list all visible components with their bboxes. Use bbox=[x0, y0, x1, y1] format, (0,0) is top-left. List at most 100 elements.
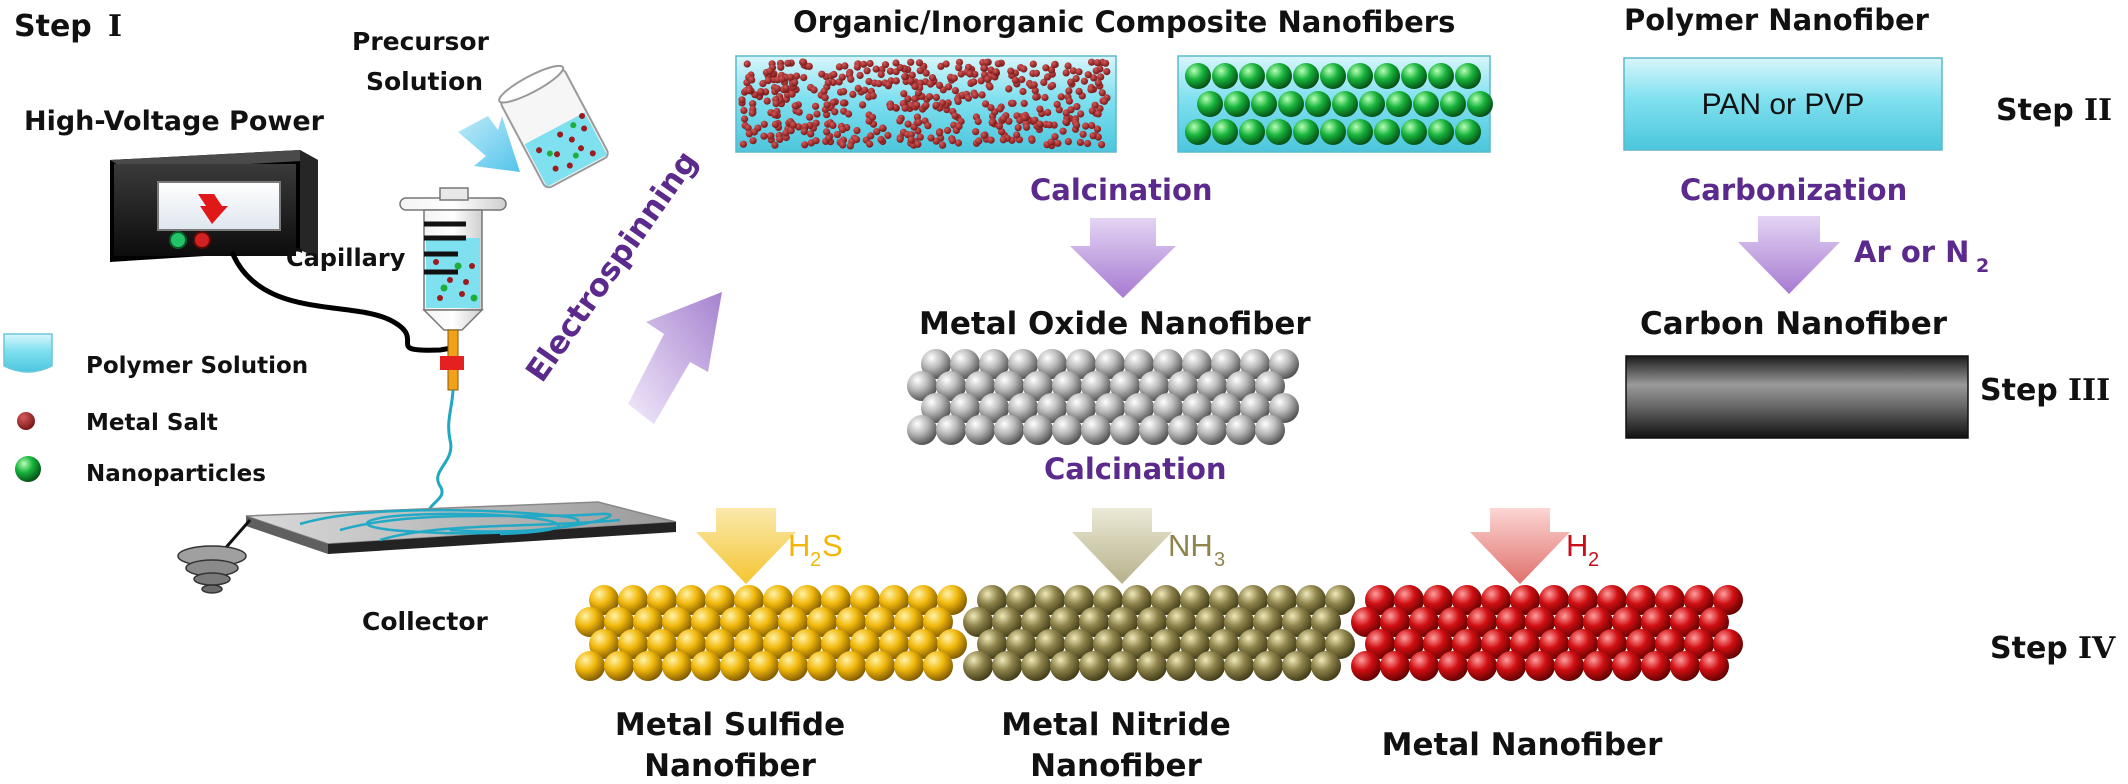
sphere bbox=[1209, 585, 1239, 615]
sphere bbox=[1180, 585, 1210, 615]
sphere bbox=[1064, 585, 1094, 615]
metal-salt-dot bbox=[892, 77, 900, 85]
sphere bbox=[749, 651, 779, 681]
sphere bbox=[1093, 585, 1123, 615]
metal-salt-dot bbox=[907, 136, 915, 144]
sphere bbox=[1052, 371, 1082, 401]
metal-salt-dot bbox=[869, 92, 877, 100]
metal-salt-fiber bbox=[735, 55, 1117, 153]
metal-salt-dot bbox=[907, 77, 915, 85]
metal-salt-dot bbox=[932, 93, 941, 101]
metal-salt-dot bbox=[760, 120, 768, 128]
metal-salt-dot bbox=[1051, 61, 1059, 69]
sphere bbox=[1713, 629, 1743, 659]
metal-salt-dot bbox=[763, 97, 771, 105]
sphere bbox=[1195, 651, 1225, 681]
metal-salt-dot bbox=[1073, 103, 1081, 111]
metal-salt-dot bbox=[748, 76, 756, 84]
sphere bbox=[1655, 585, 1685, 615]
metal-salt-dot bbox=[954, 97, 962, 105]
sphere bbox=[1311, 651, 1341, 681]
metal-salt-dot bbox=[1098, 141, 1106, 149]
sphere bbox=[1269, 349, 1299, 379]
nitride-reagent: NH 3 bbox=[1168, 528, 1225, 571]
svg-text:S: S bbox=[822, 528, 843, 563]
metal-salt-dot bbox=[884, 131, 892, 139]
svg-text:NH: NH bbox=[1168, 528, 1213, 563]
metal-salt-dot bbox=[951, 112, 959, 120]
metal-salt-dot bbox=[845, 110, 853, 118]
sphere bbox=[936, 371, 966, 401]
metal-salt-dot bbox=[1062, 69, 1070, 77]
metal-salt-dot bbox=[1100, 97, 1108, 105]
metal-salt-dot bbox=[937, 62, 945, 70]
sphere bbox=[1238, 629, 1268, 659]
calcination-arrow-icon bbox=[1070, 218, 1176, 298]
metal-salt-dot bbox=[777, 63, 785, 71]
polymer-fiber: PAN or PVP bbox=[1623, 57, 1943, 151]
sphere bbox=[1081, 415, 1111, 445]
svg-text:2: 2 bbox=[1588, 549, 1599, 571]
sphere bbox=[1224, 607, 1254, 637]
metal-salt-dot bbox=[1044, 108, 1052, 117]
metal-salt-dot bbox=[988, 119, 996, 127]
metal-salt-dot bbox=[778, 75, 786, 83]
sphere bbox=[1481, 629, 1511, 659]
metal-salt-dot bbox=[1011, 76, 1020, 84]
sphere bbox=[1006, 629, 1036, 659]
sphere bbox=[1006, 585, 1036, 615]
metal-salt-dot bbox=[922, 101, 930, 109]
metal-salt-dot bbox=[853, 127, 861, 135]
sphere bbox=[1151, 629, 1181, 659]
metal-salt-dot bbox=[805, 62, 813, 70]
metal-salt-dot bbox=[764, 77, 772, 85]
metal-reagent: H 2 bbox=[1566, 528, 1599, 571]
metal-salt-dot bbox=[935, 129, 944, 137]
metal-salt-dot bbox=[1098, 89, 1106, 97]
metal-salt-dot bbox=[999, 115, 1008, 123]
metal-salt-dot bbox=[745, 87, 753, 95]
metal-salt-dot bbox=[1020, 99, 1028, 107]
sphere bbox=[907, 415, 937, 445]
svg-text:Polymer Solution: Polymer Solution bbox=[86, 353, 308, 379]
metal-salt-dot bbox=[1042, 64, 1050, 72]
metal-salt-dot bbox=[1092, 67, 1100, 75]
sphere bbox=[1182, 393, 1212, 423]
sphere bbox=[1124, 349, 1154, 379]
sphere bbox=[936, 415, 966, 445]
metal-salt-dot bbox=[771, 111, 779, 119]
metal-salt-dot bbox=[788, 90, 796, 98]
sphere bbox=[1226, 415, 1256, 445]
polymer-fiber-text: PAN or PVP bbox=[1702, 88, 1865, 121]
metal-salt-dot bbox=[892, 59, 900, 67]
nanoparticle bbox=[1212, 63, 1238, 89]
sphere bbox=[1699, 651, 1729, 681]
metal-salt-dot bbox=[984, 75, 992, 83]
sphere bbox=[763, 585, 793, 615]
sphere bbox=[589, 585, 619, 615]
sphere bbox=[1296, 629, 1326, 659]
nanoparticle bbox=[1212, 119, 1238, 145]
svg-text:I: I bbox=[108, 9, 122, 44]
sphere bbox=[1037, 349, 1067, 379]
nanoparticle bbox=[1251, 91, 1277, 117]
metal-salt-dot bbox=[904, 95, 912, 103]
nanoparticle bbox=[1185, 63, 1211, 89]
sphere bbox=[1023, 415, 1053, 445]
metal-salt-dot bbox=[1073, 121, 1081, 129]
legend-metal-salt: Metal Salt bbox=[17, 410, 218, 436]
metal-salt-dot bbox=[1093, 125, 1102, 133]
metal-salt-dot bbox=[740, 106, 748, 115]
sphere bbox=[821, 585, 851, 615]
metal-salt-dot bbox=[915, 59, 924, 67]
sphere bbox=[1008, 393, 1038, 423]
metal-salt-dot bbox=[1082, 122, 1090, 130]
nanoparticle bbox=[1305, 91, 1331, 117]
metal-salt-dot bbox=[820, 87, 828, 95]
sphere bbox=[1684, 585, 1714, 615]
metal-salt-dot bbox=[939, 141, 947, 149]
sphere bbox=[950, 393, 980, 423]
nanoparticle bbox=[1332, 91, 1358, 117]
composite-title: Organic/Inorganic Composite Nanofibers bbox=[793, 5, 1455, 39]
svg-text:2: 2 bbox=[1976, 255, 1989, 277]
